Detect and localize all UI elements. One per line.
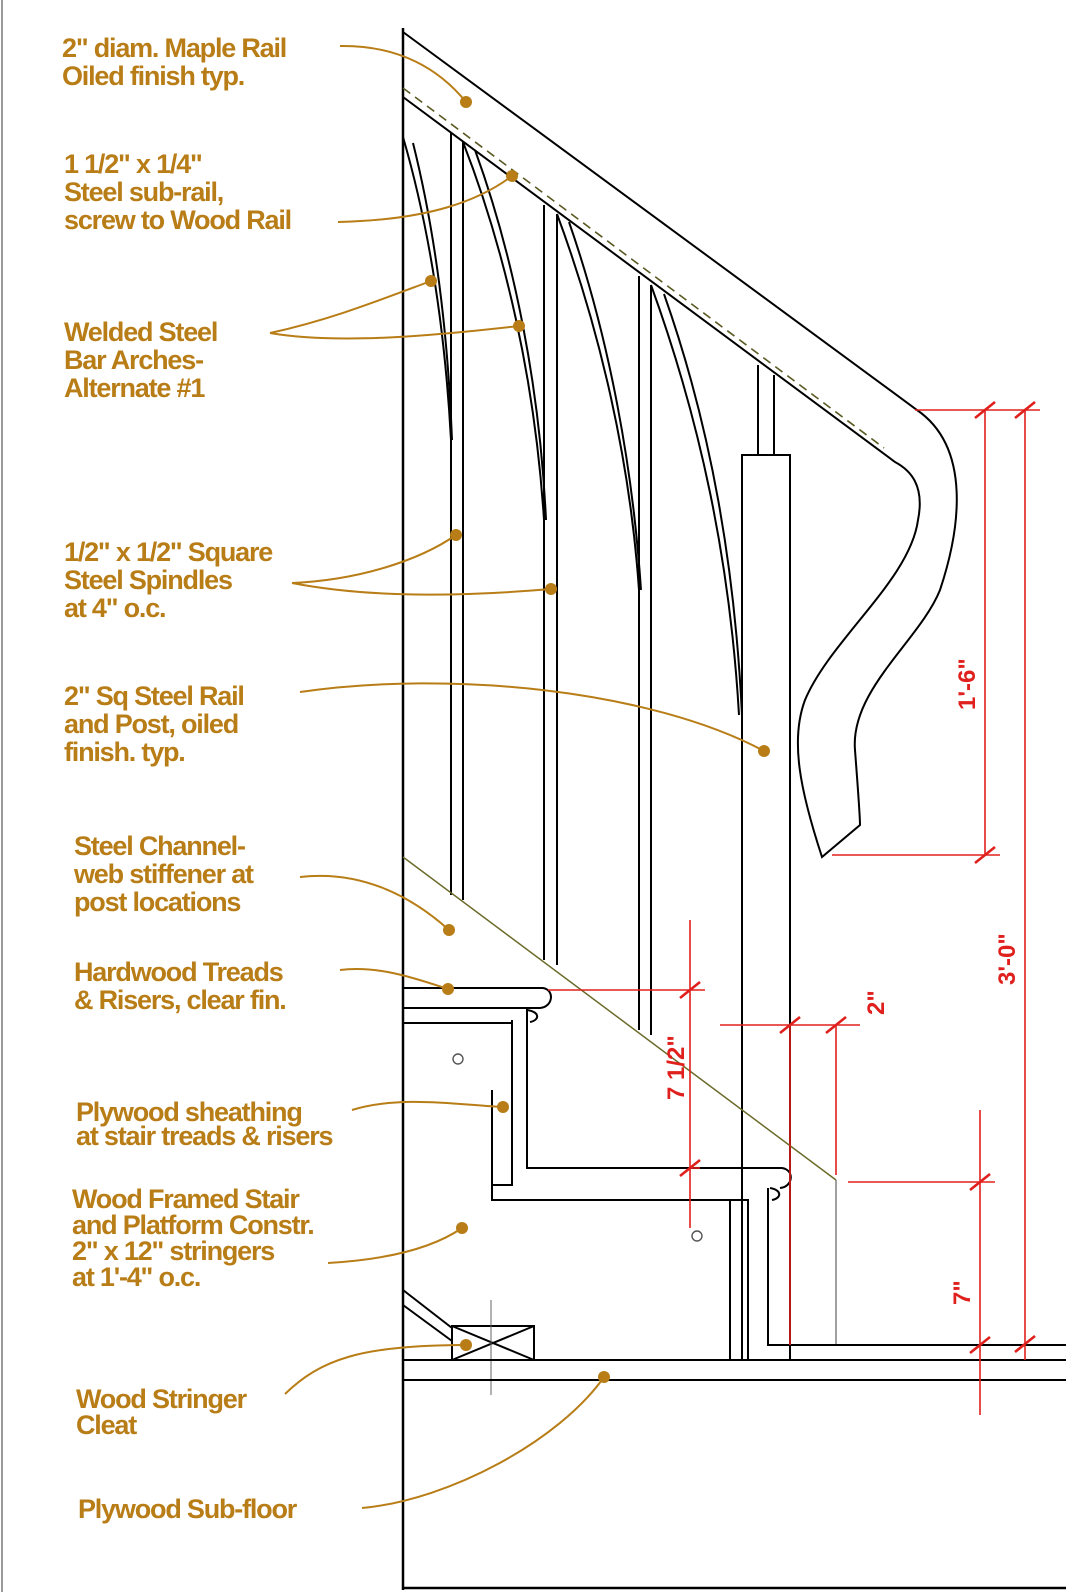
stair-bolt-lower [691,1230,703,1242]
welded-bar-arches [402,136,743,716]
dimension-lines [548,409,1040,1415]
leader-lines [269,44,765,1509]
label-stringer-cleat: Wood Stringer Cleat [76,1384,247,1440]
label-wood-framed-stair: Wood Framed Stair and Platform Constr. 2… [72,1184,315,1292]
steel-post [741,454,791,1361]
dim-platform: 7" [949,1280,976,1305]
dimension-ticks [679,400,1036,1355]
label-steel-sub-rail: 1 1/2" x 1/4" Steel sub-rail, screw to W… [64,149,292,235]
maple-wood-rail [402,31,958,859]
dim-riser: 7 1/2" [663,1035,690,1100]
stair-bolt-upper [452,1053,464,1065]
plywood-subfloor-lines [403,1359,1066,1381]
stair-treads-risers [402,987,1066,1360]
label-bar-arches: Welded Steel Bar Arches- Alternate #1 [64,317,218,403]
label-plywood-sheathing: Plywood sheathing at stair treads & rise… [76,1097,334,1151]
dim-rail-height: 3'-0" [994,933,1021,985]
dim-post: 2" [863,990,890,1015]
steel-sub-rail-dashed [402,87,885,449]
label-plywood-subfloor: Plywood Sub-floor [78,1494,297,1524]
dim-rail-drop: 1'-6" [954,658,981,710]
steel-spindles [450,133,775,1035]
label-steel-channel: Steel Channel- web stiffener at post loc… [74,831,254,917]
steel-channel-line [402,856,837,1181]
leader-dots [425,96,770,1383]
label-hardwood-treads: Hardwood Treads & Risers, clear fin. [74,957,287,1015]
label-steel-rail-post: 2" Sq Steel Rail and Post, oiled finish.… [64,681,245,767]
label-spindles: 1/2" x 1/2" Square Steel Spindles at 4" … [64,537,273,623]
label-maple-rail: 2" diam. Maple Rail Oiled finish typ. [62,33,287,91]
